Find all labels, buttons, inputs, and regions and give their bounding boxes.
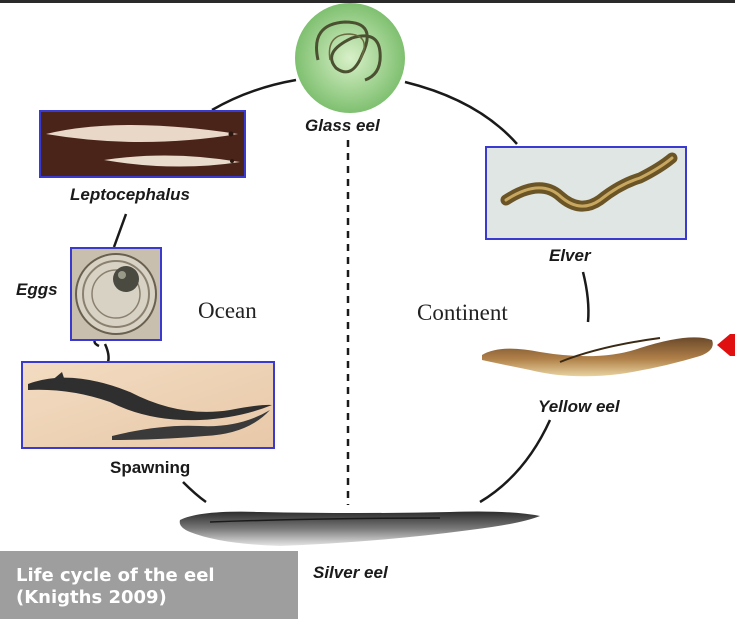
leptocephalus-label: Leptocephalus (70, 185, 190, 205)
arc-eggs-to-spawning (105, 344, 109, 362)
figure-caption: Life cycle of the eel (Knigths 2009) (0, 551, 298, 619)
continent-label: Continent (417, 300, 508, 326)
glass-eel-label: Glass eel (305, 116, 380, 136)
silver-eel-label: Silver eel (313, 563, 388, 583)
glass-eel-image (295, 3, 405, 113)
spawning-image (22, 362, 274, 448)
arc-glass-to-elver (405, 82, 517, 144)
arc-glass-to-leptocephalus (212, 80, 296, 110)
silver-eel-image (180, 512, 540, 547)
yellow-eel-image (482, 337, 713, 376)
caption-line-2: (Knigths 2009) (16, 587, 298, 609)
spawning-label: Spawning (110, 458, 190, 478)
eggs-image (71, 248, 161, 340)
current-stage-marker (717, 334, 735, 356)
elver-image (486, 147, 686, 239)
arc-elver-to-yellow (583, 272, 588, 322)
ocean-label: Ocean (198, 298, 257, 324)
arc-yellow-to-silver (480, 420, 550, 502)
eggs-label: Eggs (16, 280, 58, 300)
yellow-eel-label: Yellow eel (538, 397, 620, 417)
arc-leptocephalus-to-eggs (114, 214, 126, 247)
caption-line-1: Life cycle of the eel (16, 565, 298, 587)
elver-label: Elver (549, 246, 591, 266)
leptocephalus-image (40, 111, 245, 177)
arc-spawning-to-silver (183, 482, 206, 502)
